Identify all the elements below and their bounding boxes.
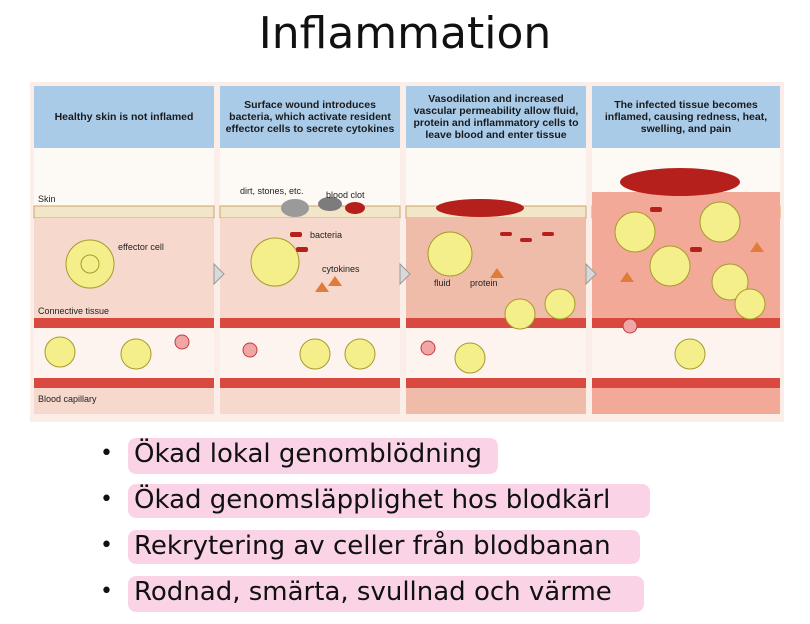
label-blood-capillary: Blood capillary: [38, 394, 97, 404]
bullet-dot: •: [100, 524, 113, 568]
label-protein: protein: [470, 278, 498, 288]
label-connective-tissue: Connective tissue: [38, 306, 109, 316]
panel-caption-1: Healthy skin is not inflamed: [36, 88, 212, 146]
inflammation-diagram: Healthy skin is not inflamed Surface wou…: [30, 82, 784, 422]
panel-caption-2: Surface wound introduces bacteria, which…: [222, 88, 398, 146]
bullet-text: Ökad lokal genomblödning: [134, 439, 482, 469]
bullet-dot: •: [100, 570, 113, 614]
bullet-dot: •: [100, 478, 113, 522]
bullet-item: • Ökad lokal genomblödning: [100, 432, 612, 478]
label-dirt: dirt, stones, etc.: [240, 186, 304, 196]
panel-caption-3: Vasodilation and increased vascular perm…: [408, 88, 584, 146]
label-bacteria: bacteria: [310, 230, 342, 240]
label-effector-cell: effector cell: [118, 242, 164, 252]
bullet-text: Rekrytering av celler från blodbanan: [134, 531, 611, 561]
bullet-text: Ökad genomsläpplighet hos blodkärl: [134, 485, 610, 515]
slide-title: Inflammation: [0, 8, 810, 59]
bullet-list: • Ökad lokal genomblödning • Ökad genomslä…: [100, 432, 612, 616]
label-blood-clot: blood clot: [326, 190, 365, 200]
bullet-item: • Rodnad, smärta, svullnad och värme: [100, 570, 612, 616]
bullet-dot: •: [100, 432, 113, 476]
label-cytokines: cytokines: [322, 264, 360, 274]
bullet-item: • Ökad genomsläpplighet hos blodkärl: [100, 478, 612, 524]
panel-caption-4: The infected tissue becomes inflamed, ca…: [594, 88, 778, 146]
bullet-item: • Rekrytering av celler från blodbanan: [100, 524, 612, 570]
label-fluid: fluid: [434, 278, 451, 288]
bullet-text: Rodnad, smärta, svullnad och värme: [134, 577, 612, 607]
label-skin: Skin: [38, 194, 56, 204]
